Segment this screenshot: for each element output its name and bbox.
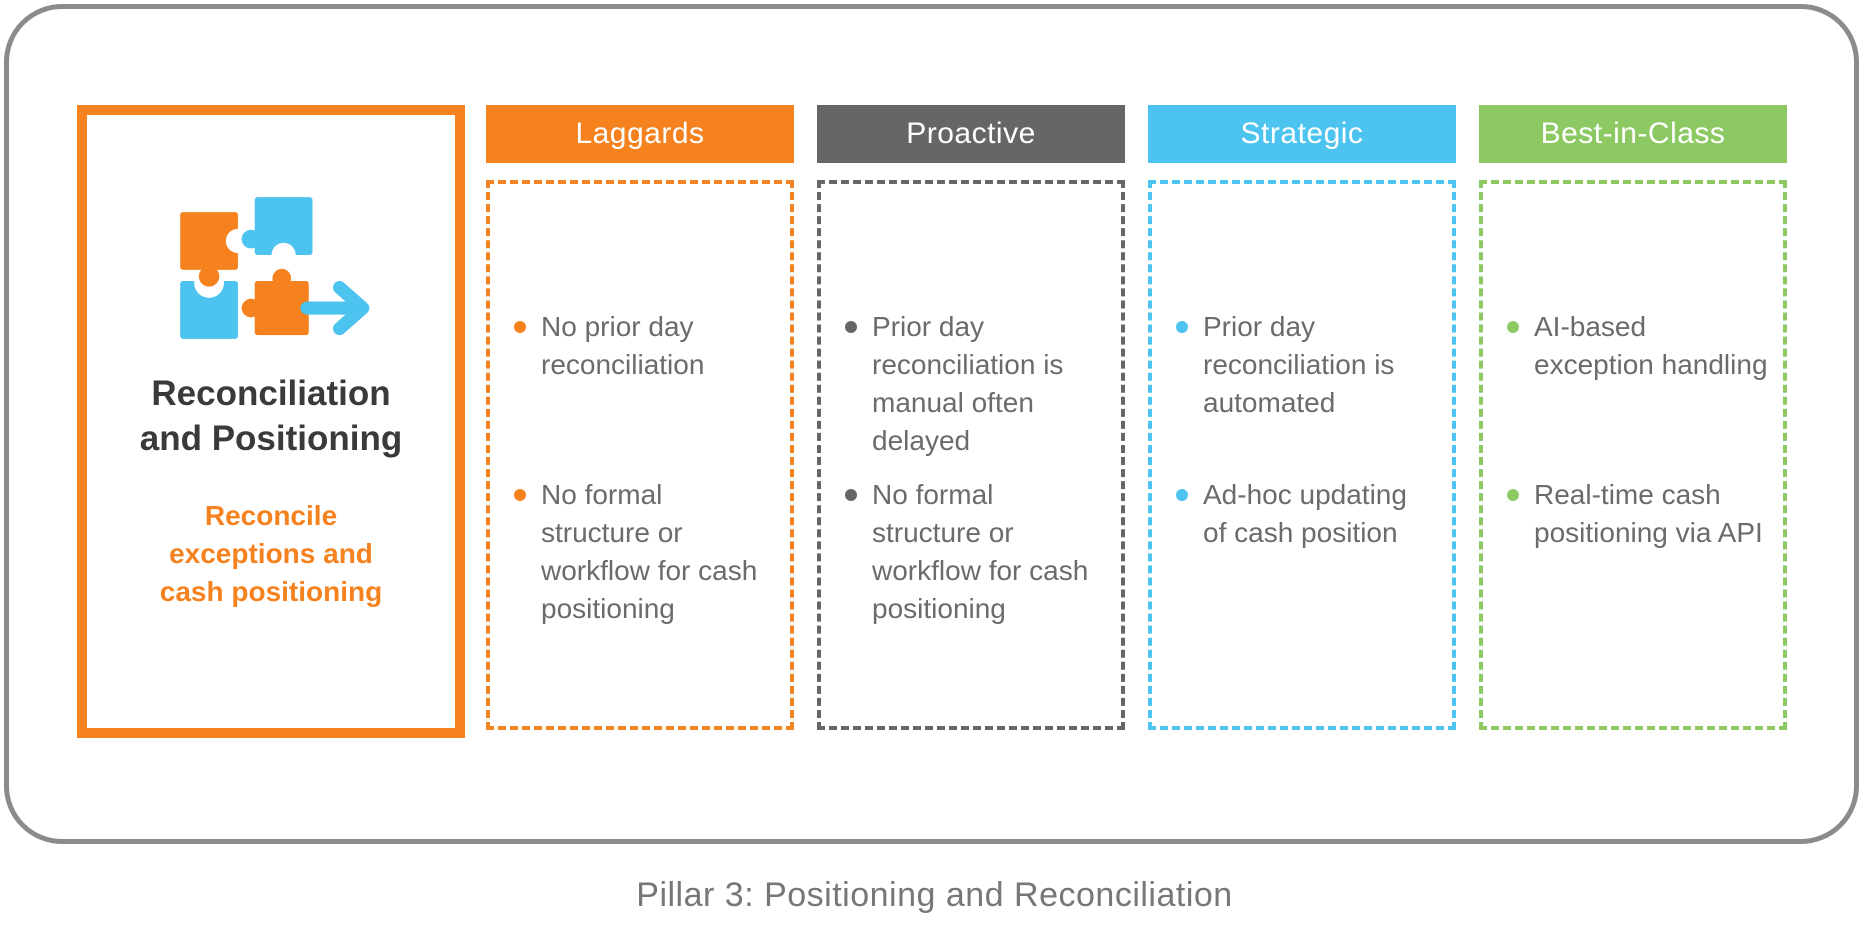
bullet-item: No formal structure or workflow for cash… xyxy=(845,476,1107,628)
bullet-item: Real-time cash positioning via API xyxy=(1507,476,1769,552)
column-proactive: Proactive Prior day reconciliation is ma… xyxy=(817,105,1125,730)
bullet-text: Real-time cash positioning via API xyxy=(1534,479,1763,548)
bullet-text: No formal structure or workflow for cash… xyxy=(541,479,758,624)
bullet-dot xyxy=(514,321,526,333)
bullet-item: No formal structure or workflow for cash… xyxy=(514,476,776,628)
pillar-panel: Reconciliation and Positioning Reconcile… xyxy=(77,105,465,738)
bullet-dot xyxy=(1176,321,1188,333)
bullet-text: Prior day reconciliation is automated xyxy=(1203,311,1395,418)
column-header-best-in-class: Best-in-Class xyxy=(1479,105,1787,163)
bullet-text: Ad-hoc updating of cash position xyxy=(1203,479,1407,548)
pillar-subtitle: Reconcile exceptions and cash positionin… xyxy=(159,500,383,607)
diagram-caption: Pillar 3: Positioning and Reconciliation xyxy=(636,876,1233,914)
bullet-list: Prior day reconciliation is automated Ad… xyxy=(1176,308,1438,552)
column-body-strategic: Prior day reconciliation is automated Ad… xyxy=(1148,180,1456,730)
bullet-text: No prior day reconciliation xyxy=(541,311,705,380)
bullet-item: AI-based exception handling xyxy=(1507,308,1769,476)
bullet-dot xyxy=(1507,321,1519,333)
column-header-laggards: Laggards xyxy=(486,105,794,163)
bullet-item: Prior day reconciliation is manual often… xyxy=(845,308,1107,476)
bullet-item: No prior day reconciliation xyxy=(514,308,776,476)
pillar-title: Reconciliation and Positioning xyxy=(139,374,403,458)
bullet-dot xyxy=(1176,489,1188,501)
column-header-proactive: Proactive xyxy=(817,105,1125,163)
bullet-text: No formal structure or workflow for cash… xyxy=(872,479,1089,624)
column-body-laggards: No prior day reconciliation No formal st… xyxy=(486,180,794,730)
bullet-dot xyxy=(845,321,857,333)
puzzle-arrow-icon xyxy=(179,197,369,339)
bullet-dot xyxy=(1507,489,1519,501)
bullet-list: AI-based exception handling Real-time ca… xyxy=(1507,308,1769,552)
bullet-item: Ad-hoc updating of cash position xyxy=(1176,476,1438,552)
bullet-text: Prior day reconciliation is manual often… xyxy=(872,311,1064,456)
bullet-text: AI-based exception handling xyxy=(1534,311,1768,380)
bullet-list: No prior day reconciliation No formal st… xyxy=(514,308,776,628)
bullet-dot xyxy=(514,489,526,501)
column-body-proactive: Prior day reconciliation is manual often… xyxy=(817,180,1125,730)
column-body-best-in-class: AI-based exception handling Real-time ca… xyxy=(1479,180,1787,730)
column-header-strategic: Strategic xyxy=(1148,105,1456,163)
bullet-dot xyxy=(845,489,857,501)
column-strategic: Strategic Prior day reconciliation is au… xyxy=(1148,105,1456,730)
bullet-list: Prior day reconciliation is manual often… xyxy=(845,308,1107,628)
bullet-item: Prior day reconciliation is automated xyxy=(1176,308,1438,476)
column-laggards: Laggards No prior day reconciliation No … xyxy=(486,105,794,730)
column-best-in-class: Best-in-Class AI-based exception handlin… xyxy=(1479,105,1787,730)
